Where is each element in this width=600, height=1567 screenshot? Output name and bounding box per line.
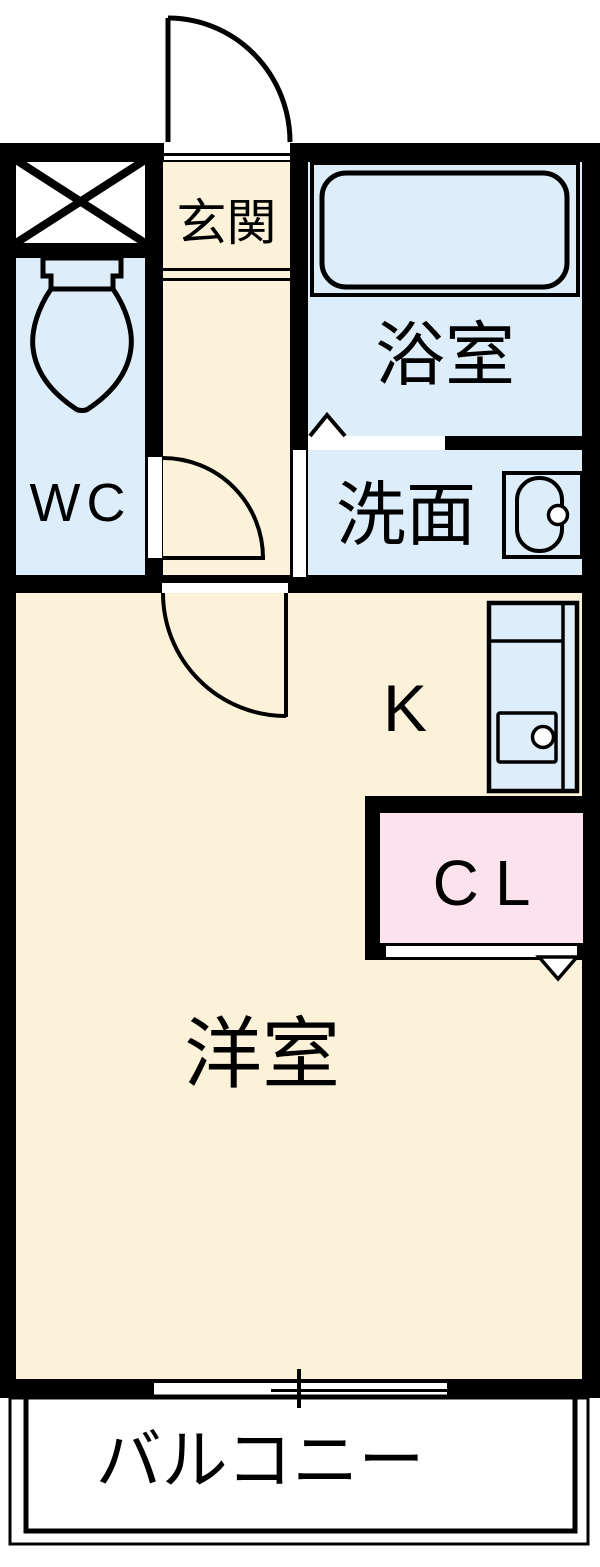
hall-room-door-strip	[162, 583, 288, 593]
balcony-label: バルコニー	[95, 1423, 425, 1497]
bath-door-strip	[308, 436, 445, 450]
washroom-label: 洗面	[336, 476, 476, 554]
wc-label: WC	[29, 473, 132, 533]
kitchen-label: K	[382, 671, 428, 745]
bathroom-label: 浴室	[375, 316, 515, 394]
western-room-label: 洋室	[183, 1010, 340, 1098]
washroom-door-strip	[293, 450, 306, 577]
closet-door-strip	[386, 946, 577, 957]
right-wall	[582, 143, 600, 1398]
genkan-step-line-2	[163, 278, 290, 281]
left-wall	[0, 143, 16, 1398]
western-room	[16, 593, 582, 1379]
genkan-label: 玄関	[176, 195, 277, 251]
sliding-window-panel-right	[271, 1392, 447, 1395]
closet-label: CL	[432, 847, 547, 919]
room-top-wall	[0, 575, 600, 593]
sliding-window-center-tick	[297, 1369, 301, 1408]
closet-interior	[380, 813, 583, 943]
shoebox-bottom-wall	[0, 243, 163, 258]
entrance-opening	[164, 143, 290, 160]
entrance-threshold-line	[164, 153, 290, 156]
wc-door-strip	[148, 457, 162, 558]
shoe-cabinet-area	[16, 160, 145, 243]
entrance-door-icon	[165, 15, 293, 143]
sliding-window-panel-left	[154, 1389, 271, 1396]
genkan-step-line-1	[163, 268, 290, 271]
